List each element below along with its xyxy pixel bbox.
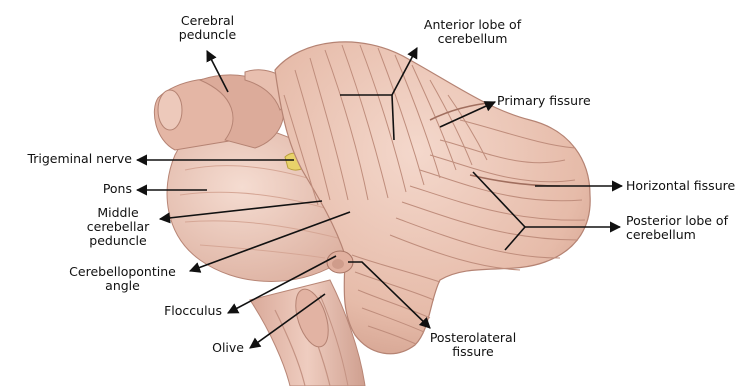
label-cerebral-peduncle: Cerebral peduncle [160,14,255,42]
label-posterior-lobe: Posterior lobe of cerebellum [626,214,728,242]
label-olive: Olive [180,341,244,355]
label-cerebellopontine-angle: Cerebellopontine angle [60,265,185,293]
label-flocculus: Flocculus [130,304,222,318]
label-posterolateral-fissure: Posterolateral fissure [418,331,528,359]
label-anterior-lobe: Anterior lobe of cerebellum [405,18,540,46]
label-horizontal-fissure: Horizontal fissure [626,179,735,193]
label-primary-fissure: Primary fissure [497,94,591,108]
label-pons: Pons [60,182,132,196]
label-middle-cerebellar-peduncle: Middle cerebellar peduncle [78,206,158,248]
label-trigeminal-nerve: Trigeminal nerve [0,152,132,166]
